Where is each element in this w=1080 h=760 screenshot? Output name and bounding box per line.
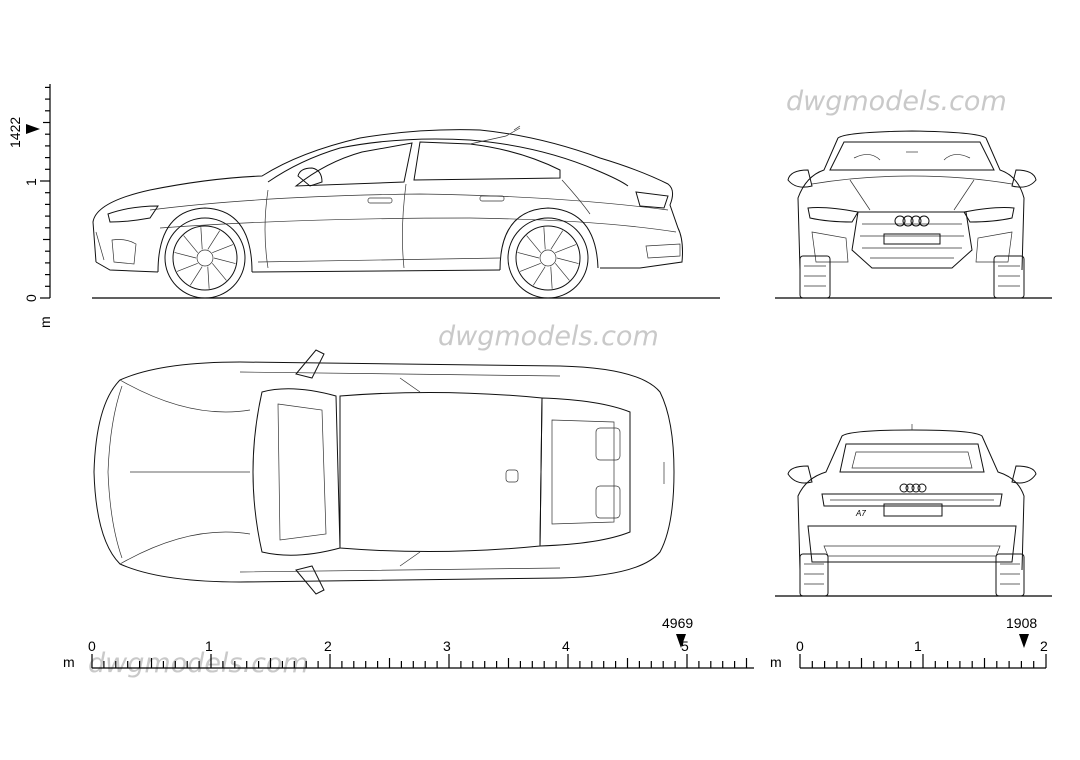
side-view-car — [92, 125, 683, 299]
length-scale-tick-4: 4 — [562, 638, 570, 654]
tick-mark — [533, 266, 546, 286]
tick-mark — [190, 266, 203, 286]
width-scale-ticks — [799, 654, 1047, 668]
tick-mark — [556, 257, 579, 264]
width-marker-label: 1908 — [1006, 615, 1037, 631]
tick-mark — [517, 252, 540, 259]
tick-mark — [212, 244, 234, 254]
rear-view-car: A7 — [787, 424, 1037, 597]
tick-mark — [212, 263, 227, 281]
rear-model-badge: A7 — [855, 509, 866, 518]
tick-mark — [207, 266, 210, 289]
watermark-bottom-left: dwgmodels.com — [88, 648, 309, 679]
top-view-car — [93, 349, 675, 595]
length-scale-tick-1: 1 — [205, 638, 213, 654]
tick-mark — [200, 227, 203, 250]
tick-mark — [207, 230, 220, 250]
length-marker-arrow — [676, 634, 686, 648]
width-scale-tick-1: 1 — [914, 638, 922, 654]
tick-mark — [183, 235, 198, 253]
tick-mark — [550, 266, 553, 289]
tick-mark — [519, 262, 541, 272]
length-scale-ticks — [91, 654, 748, 668]
height-marker-label: 1422 — [7, 117, 23, 148]
front-grille-logo — [894, 215, 930, 227]
vertical-scale-unit: m — [37, 316, 53, 328]
width-scale-tick-2: 2 — [1040, 638, 1048, 654]
tick-mark — [213, 257, 236, 264]
tick-mark — [543, 227, 546, 250]
length-scale-tick-2: 2 — [324, 638, 332, 654]
vertical-height-scale: 0 1 1422 m — [7, 84, 53, 328]
length-scale-tick-0: 0 — [88, 638, 96, 654]
height-marker-arrow — [26, 124, 40, 134]
vertical-scale-tick-1: 1 — [23, 178, 39, 186]
tick-mark — [555, 244, 577, 254]
tick-mark — [550, 230, 563, 250]
length-marker-label: 4969 — [662, 615, 693, 631]
length-scale-tick-3: 3 — [443, 638, 451, 654]
side-view-front-wheel — [164, 217, 246, 299]
length-scale: m 0 1 2 3 4 5 4969 — [63, 615, 754, 670]
watermark-top-right: dwgmodels.com — [786, 86, 1007, 117]
front-license-plate — [883, 233, 941, 245]
width-scale-tick-0: 0 — [796, 638, 804, 654]
width-scale: m 0 1 2 1908 — [770, 615, 1048, 670]
side-view-rear-wheel — [507, 217, 589, 299]
front-view-car — [787, 130, 1037, 299]
width-scale-unit: m — [770, 654, 782, 670]
vertical-scale-ticks — [40, 86, 50, 299]
length-scale-tick-5: 5 — [681, 638, 689, 654]
length-scale-unit: m — [63, 654, 75, 670]
tick-mark — [555, 263, 570, 281]
tick-mark — [174, 252, 197, 259]
rear-license-plate — [883, 503, 943, 517]
rear-logo — [899, 483, 927, 493]
tick-mark — [526, 235, 541, 253]
watermark-center: dwgmodels.com — [438, 321, 659, 352]
vertical-scale-tick-0: 0 — [23, 294, 39, 302]
tick-mark — [176, 262, 198, 272]
width-marker-arrow — [1019, 634, 1029, 648]
